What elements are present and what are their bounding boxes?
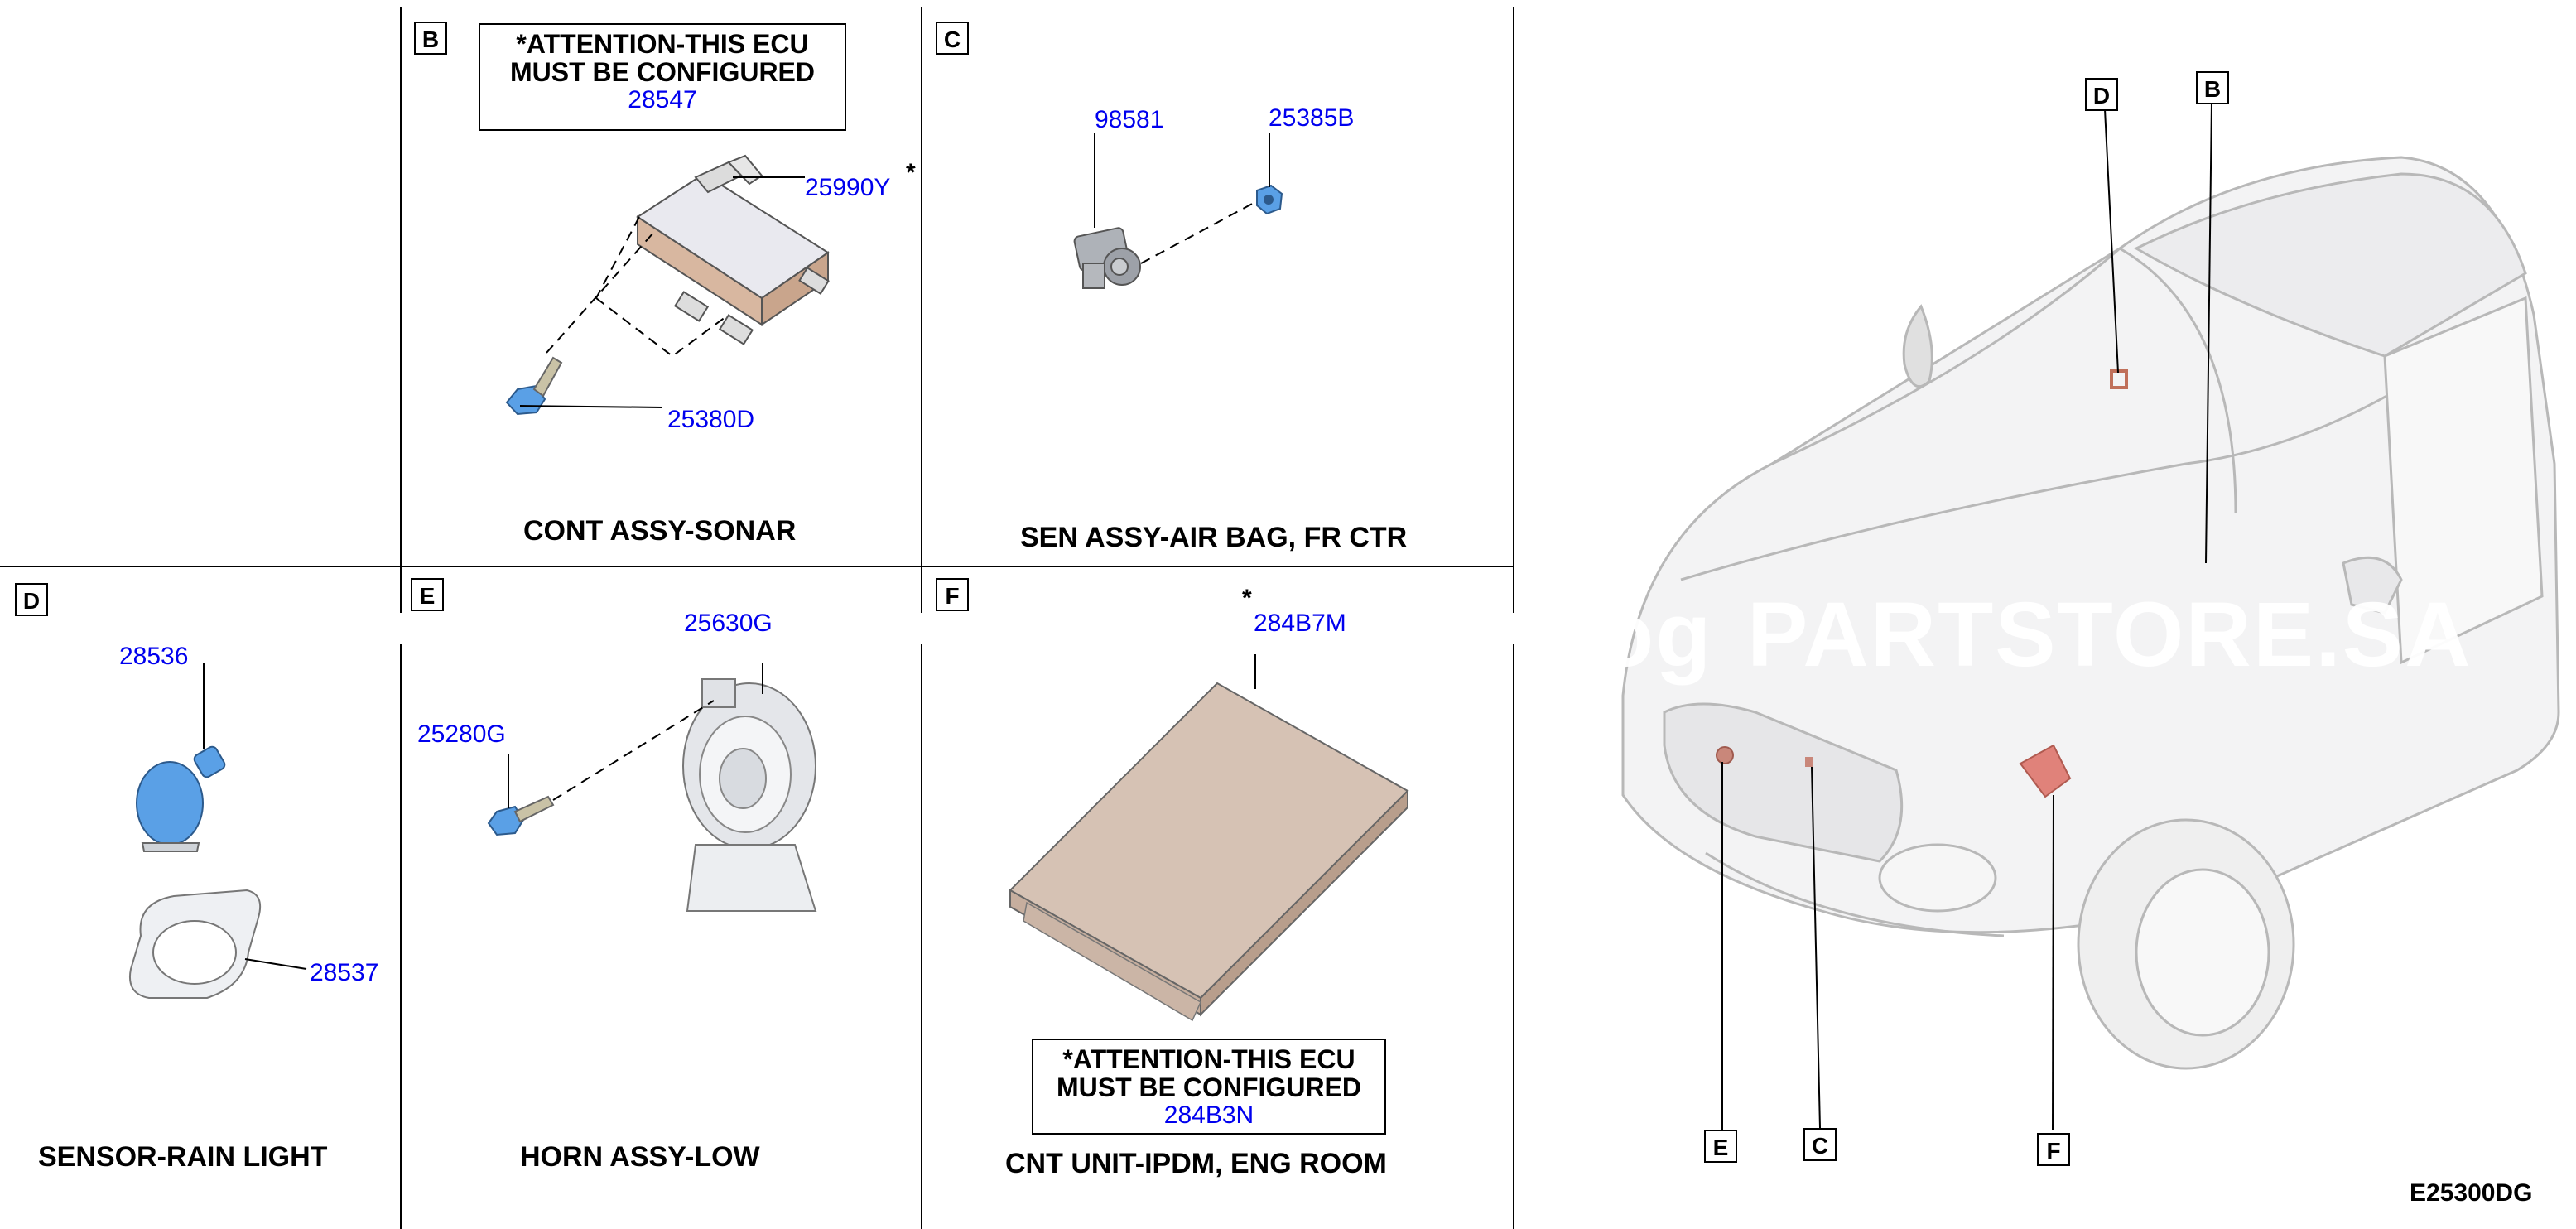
leader-25380d bbox=[519, 405, 663, 408]
part-number-28537[interactable]: 28537 bbox=[310, 959, 379, 986]
leader-28537 bbox=[244, 958, 307, 970]
vehicle-callout-c[interactable]: C bbox=[1803, 1128, 1837, 1161]
watermark-text: PARTSTORE.SA bbox=[1747, 584, 2472, 686]
panel-tag-e: E bbox=[411, 578, 444, 611]
vehicle-callout-b[interactable]: B bbox=[2196, 71, 2229, 104]
bolt-25280g-illustration bbox=[487, 795, 555, 836]
vehicle-callout-d[interactable]: D bbox=[2085, 78, 2118, 111]
part-number-25990y[interactable]: 25990Y bbox=[805, 174, 891, 201]
configure-note-b: *ATTENTION-THIS ECU MUST BE CONFIGURED 2… bbox=[479, 23, 846, 131]
note-f-line2: MUST BE CONFIGURED bbox=[1057, 1072, 1361, 1102]
part-number-25630g[interactable]: 25630G bbox=[684, 610, 773, 637]
configure-note-f: *ATTENTION-THIS ECU MUST BE CONFIGURED 2… bbox=[1032, 1039, 1386, 1135]
part-number-284b7m[interactable]: 284B7M bbox=[1254, 610, 1346, 637]
caption-sensor-rain-light: SENSOR-RAIN LIGHT bbox=[38, 1141, 328, 1173]
part-number-25380d[interactable]: 25380D bbox=[667, 406, 755, 433]
panel-tag-b: B bbox=[414, 22, 447, 55]
part-number-25280g[interactable]: 25280G bbox=[417, 721, 506, 748]
caption-horn-assy-low: HORN ASSY-LOW bbox=[520, 1141, 760, 1173]
vehicle-highlight-parts bbox=[1716, 369, 2128, 798]
bracket-28537-illustration bbox=[129, 889, 262, 999]
ipdm-illustration bbox=[1009, 682, 1409, 1022]
vehicle-callout-leaders bbox=[1721, 102, 2212, 1130]
bolt-25380d-illustration bbox=[505, 356, 563, 416]
vehicle-overview-illustration bbox=[1621, 156, 2560, 1070]
panel-tag-f: F bbox=[936, 578, 969, 611]
vehicle-callout-f[interactable]: F bbox=[2037, 1133, 2070, 1166]
watermark-fragment: og bbox=[1598, 584, 1713, 686]
caption-cont-assy-sonar: CONT ASSY-SONAR bbox=[523, 515, 797, 547]
note-f-line1: *ATTENTION-THIS ECU bbox=[1062, 1044, 1355, 1074]
note-b-part-number: 28547 bbox=[628, 86, 697, 113]
airbag-sensor-illustration bbox=[1073, 227, 1141, 289]
horn-illustration bbox=[682, 678, 817, 912]
configure-star-b: * bbox=[906, 159, 916, 186]
vehicle-callout-e[interactable]: E bbox=[1704, 1130, 1737, 1163]
note-b-line1: *ATTENTION-THIS ECU bbox=[516, 29, 809, 59]
part-number-28536[interactable]: 28536 bbox=[119, 643, 189, 670]
configure-star-f: * bbox=[1242, 585, 1252, 612]
sonar-unit-illustration bbox=[636, 154, 830, 345]
part-number-98581[interactable]: 98581 bbox=[1095, 106, 1164, 133]
panel-tag-d: D bbox=[15, 583, 48, 616]
part-number-25385b[interactable]: 25385B bbox=[1269, 104, 1355, 132]
watermark-band bbox=[397, 613, 1514, 644]
rain-sensor-illustration bbox=[136, 745, 226, 852]
diagram-id: E25300DG bbox=[2410, 1179, 2533, 1207]
caption-cnt-unit-ipdm: CNT UNIT-IPDM, ENG ROOM bbox=[1005, 1148, 1387, 1179]
panel-tag-c: C bbox=[936, 22, 969, 55]
note-b-line2: MUST BE CONFIGURED bbox=[510, 57, 815, 87]
nut-25385b-illustration bbox=[1256, 184, 1283, 215]
caption-sen-assy-air-bag: SEN ASSY-AIR BAG, FR CTR bbox=[1020, 522, 1408, 553]
note-f-part-number: 284B3N bbox=[1163, 1101, 1254, 1129]
